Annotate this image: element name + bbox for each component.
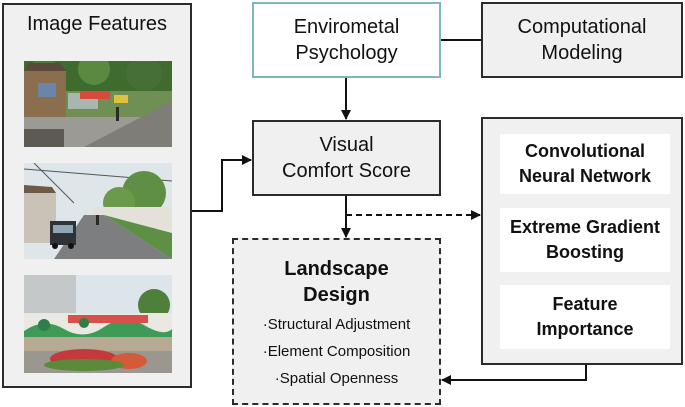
cnn-line1: Convolutional: [525, 141, 645, 161]
xgboost-box: Extreme Gradient Boosting: [500, 208, 670, 272]
street-photo-2: [24, 163, 172, 259]
computational-modeling-box: Computational Modeling: [481, 2, 683, 78]
image-features-title: Image Features: [26, 13, 168, 35]
street-photo-3: [24, 275, 172, 373]
arrow-features-to-comfort: [192, 155, 252, 212]
feature-importance-line2: Importance: [536, 319, 634, 339]
street-photo-1: [24, 61, 172, 147]
env-psych-line2: Psychology: [295, 42, 398, 64]
visual-comfort-line2: Comfort Score: [282, 160, 411, 182]
feature-importance-box: Feature Importance: [500, 285, 670, 349]
comp-model-line2: Modeling: [541, 42, 623, 64]
image-features-panel: Image Features: [2, 3, 192, 388]
arrow-methods-to-landscape: [441, 365, 587, 385]
feature-importance-line1: Feature: [552, 294, 618, 314]
landscape-design-box: Landscape Design ·Structural Adjustment …: [232, 238, 441, 405]
env-psych-line1: Envirometal: [293, 16, 400, 38]
visual-comfort-score-box: Visual Comfort Score: [252, 120, 441, 196]
landscape-title-line2: Design: [303, 284, 370, 306]
methods-panel: Convolutional Neural Network Extreme Gra…: [481, 117, 683, 365]
landscape-item-composition: ·Element Composition: [262, 343, 411, 360]
visual-comfort-line1: Visual: [319, 134, 374, 156]
environmental-psychology-box: Envirometal Psychology: [252, 2, 441, 78]
comp-model-line1: Computational: [517, 16, 647, 38]
cnn-box: Convolutional Neural Network: [500, 134, 670, 194]
cnn-line2: Neural Network: [518, 166, 652, 186]
landscape-item-openness: ·Spatial Openness: [274, 370, 399, 387]
landscape-item-structural: ·Structural Adjustment: [262, 316, 411, 333]
landscape-title-line1: Landscape: [284, 258, 389, 280]
landscape-title: Landscape Design: [234, 256, 439, 308]
xgboost-line2: Boosting: [546, 242, 624, 262]
xgboost-line1: Extreme Gradient: [509, 217, 661, 237]
